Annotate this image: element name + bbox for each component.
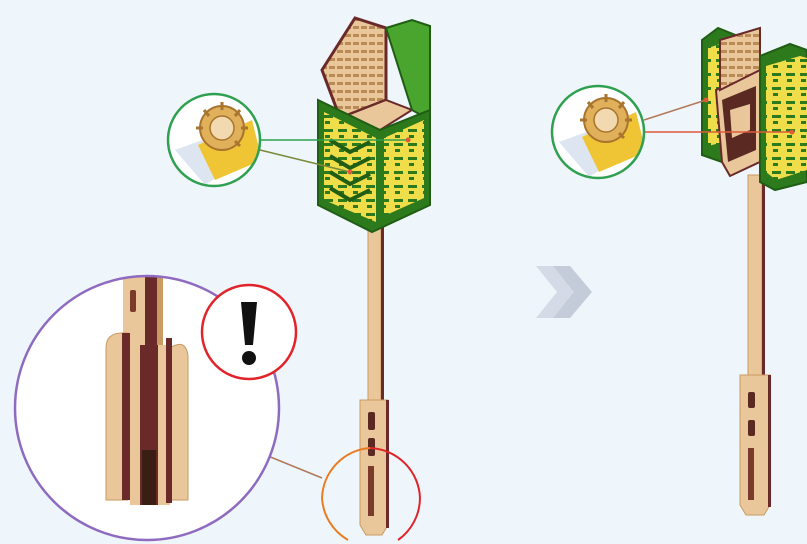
right-assembly <box>552 28 807 515</box>
warning-callout <box>202 285 296 379</box>
slot-callout <box>268 448 420 540</box>
right-tower <box>702 28 807 190</box>
right-stick <box>740 175 771 515</box>
left-stick <box>360 205 389 535</box>
leader-line-slot <box>268 456 322 478</box>
left-tower <box>318 18 430 232</box>
leader-line-top-right <box>644 100 706 120</box>
left-assembly <box>14 18 430 540</box>
double-chevron-right-icon <box>536 266 592 318</box>
